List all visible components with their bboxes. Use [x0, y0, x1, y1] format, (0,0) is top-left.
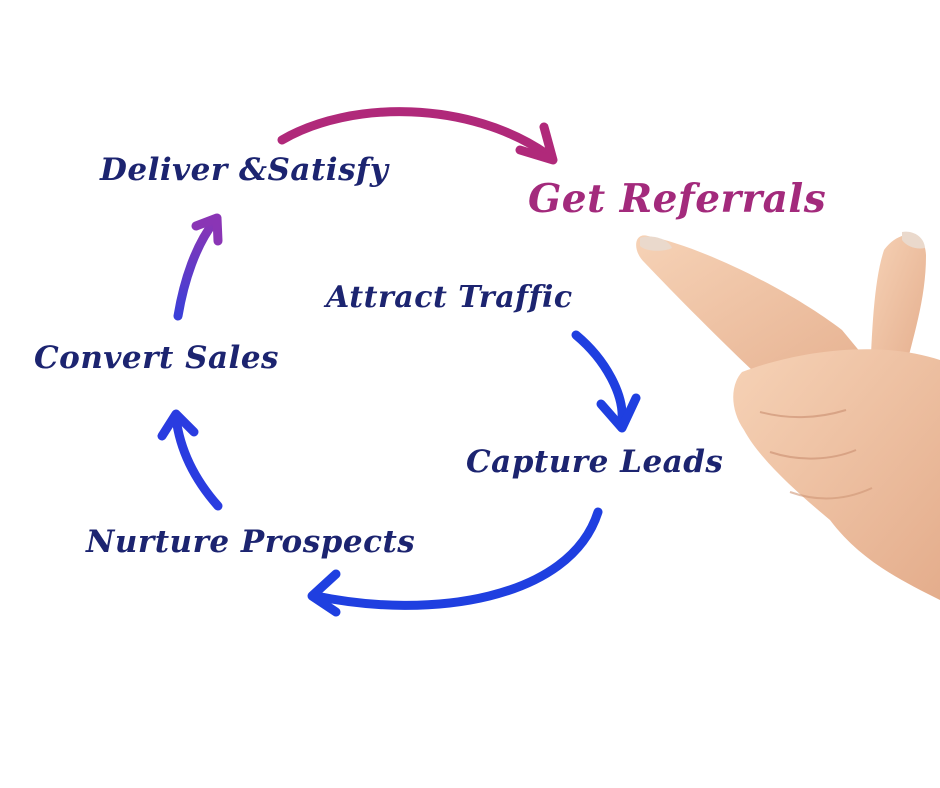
arrow-convert-to-deliver [173, 213, 223, 321]
arrow-deliver-to-referrals [277, 107, 558, 165]
arrow-capture-to-nurture [307, 507, 603, 617]
step-get-referrals: Get Referrals [528, 176, 827, 222]
step-capture-leads: Capture Leads [466, 444, 724, 480]
step-convert-sales: Convert Sales [34, 340, 279, 376]
arrow-attract-to-capture [571, 330, 641, 433]
arrow-nurture-to-convert [157, 409, 223, 511]
step-attract-traffic: Attract Traffic [326, 280, 573, 315]
step-deliver-satisfy: Deliver &Satisfy [100, 152, 389, 188]
pointing-hand-icon [636, 231, 940, 600]
step-nurture-prospects: Nurture Prospects [86, 524, 416, 560]
